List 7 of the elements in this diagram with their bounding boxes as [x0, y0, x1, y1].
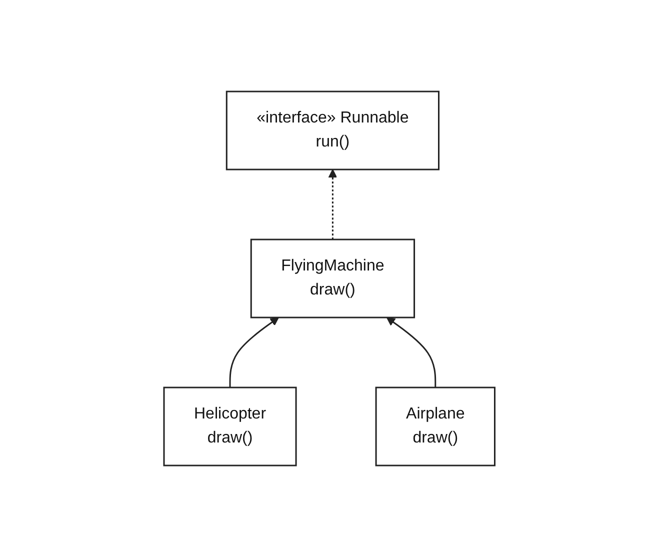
node-box: Helicopter draw() — [162, 386, 296, 466]
node-box: FlyingMachine draw() — [250, 238, 415, 318]
arrow — [328, 169, 337, 240]
arrow — [386, 317, 436, 388]
node-box: Airplane draw() — [374, 386, 496, 466]
arrow — [228, 317, 279, 388]
node-box: «interface» Runnable run() — [226, 90, 440, 170]
